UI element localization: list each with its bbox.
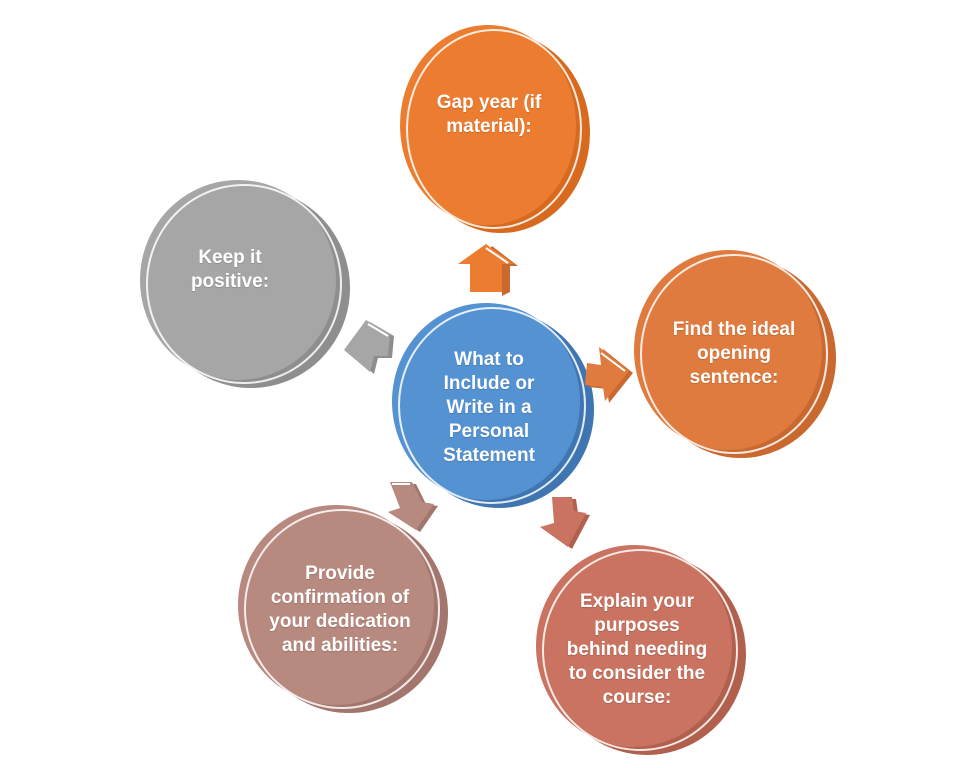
node-dedication-label: Provide confirmation of your dedication … (269, 562, 411, 657)
arrow-down-right-icon (540, 497, 590, 549)
node-gap-year: Gap year (if material): (400, 25, 590, 233)
node-keep-positive-label: Keep it positive: (190, 246, 270, 292)
node-gap-year-label: Gap year (if material): (436, 91, 542, 137)
node-keep-positive: Keep it positive: (140, 180, 350, 388)
node-explain-purposes-label: Explain your purposes behind needing to … (566, 590, 708, 709)
arrow-right-icon (585, 347, 633, 403)
arrow-left-icon (344, 320, 394, 374)
node-dedication: Provide confirmation of your dedication … (238, 505, 448, 713)
node-opening-sentence-label: Find the ideal opening sentence: (672, 318, 796, 389)
node-explain-purposes: Explain your purposes behind needing to … (536, 545, 746, 755)
arrow-down-left-icon (388, 482, 438, 532)
center-node: What to Include or Write in a Personal S… (392, 303, 594, 508)
center-node-label: What to Include or Write in a Personal S… (443, 348, 535, 467)
node-opening-sentence: Find the ideal opening sentence: (634, 250, 836, 458)
arrow-up-icon (458, 244, 518, 296)
